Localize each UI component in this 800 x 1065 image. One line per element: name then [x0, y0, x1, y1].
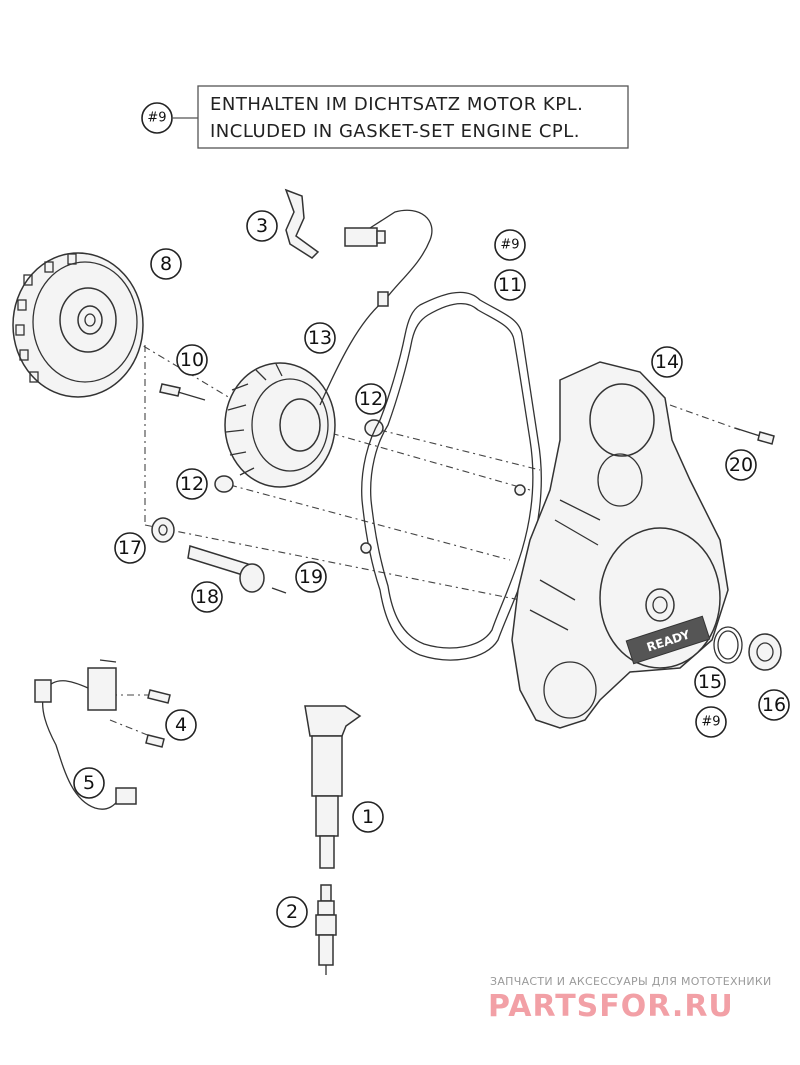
svg-text:15: 15: [698, 671, 722, 693]
small-screw: [271, 587, 287, 594]
gasket-set-note: #9 ENTHALTEN IM DICHTSATZ MOTOR KPL. INC…: [141, 85, 629, 149]
sensor-bolts: [145, 689, 171, 748]
note-line-german: ENTHALTEN IM DICHTSATZ MOTOR KPL.: [210, 94, 583, 115]
spark-plug: [315, 884, 337, 975]
callout-9-oring: #9: [695, 706, 727, 738]
svg-text:10: 10: [180, 349, 204, 371]
bolt-10: [159, 383, 206, 401]
svg-text:18: 18: [195, 586, 219, 608]
svg-text:12: 12: [359, 388, 383, 410]
note-box: [197, 85, 629, 149]
watermark: ЗАПЧАСТИ И АКСЕССУАРЫ ДЛЯ МОТОТЕХНИКИ PA…: [488, 975, 772, 1024]
ignition-coil: [304, 705, 362, 869]
svg-text:16: 16: [762, 694, 786, 716]
callout-12-upper: 12: [355, 383, 387, 415]
ignition-cover: READY: [511, 361, 729, 729]
callout-19: 19: [295, 561, 327, 593]
callout-9-gasket: #9: [494, 229, 526, 261]
callout-20: 20: [725, 449, 757, 481]
watermark-logo: PARTSFOR.RU: [488, 989, 734, 1024]
svg-text:3: 3: [256, 215, 268, 237]
note-line-english: INCLUDED IN GASKET-SET ENGINE CPL.: [210, 121, 580, 142]
svg-text:11: 11: [498, 274, 522, 296]
callout-10: 10: [176, 344, 208, 376]
callout-2: 2: [276, 896, 308, 928]
svg-text:4: 4: [175, 714, 187, 736]
svg-text:20: 20: [729, 454, 753, 476]
cover-gasket: [360, 291, 542, 661]
cover-plug: [748, 633, 782, 671]
callout-11: 11: [494, 269, 526, 301]
callout-4: 4: [165, 709, 197, 741]
pickup-sensor: [34, 659, 137, 810]
svg-text:8: 8: [160, 253, 172, 275]
watermark-tagline: ЗАПЧАСТИ И АКСЕССУАРЫ ДЛЯ МОТОТЕХНИКИ: [490, 975, 772, 988]
svg-text:13: 13: [308, 327, 332, 349]
svg-text:#9: #9: [701, 715, 720, 730]
callout-15: 15: [694, 666, 726, 698]
callout-18: 18: [191, 581, 223, 613]
callout-8: 8: [150, 248, 182, 280]
callout-1: 1: [352, 801, 384, 833]
callout-note-ref-label: #9: [147, 111, 166, 126]
callout-12-lower: 12: [176, 468, 208, 500]
shaft-sleeve: [187, 545, 265, 593]
svg-text:#9: #9: [500, 238, 519, 253]
svg-text:19: 19: [299, 566, 323, 588]
callout-14: 14: [651, 346, 683, 378]
dowel-pins: [214, 419, 384, 493]
svg-text:1: 1: [362, 806, 374, 828]
washer: [151, 517, 175, 543]
callout-16: 16: [758, 689, 790, 721]
callout-17: 17: [114, 532, 146, 564]
svg-text:5: 5: [83, 772, 95, 794]
callout-13: 13: [304, 322, 336, 354]
callout-5: 5: [73, 767, 105, 799]
svg-text:2: 2: [286, 901, 298, 923]
stator-with-cable: [224, 209, 433, 488]
cable-bracket: [284, 188, 320, 259]
svg-text:12: 12: [180, 473, 204, 495]
bolt-20: [734, 427, 775, 445]
callout-note-ref: #9: [141, 102, 173, 134]
callout-3: 3: [246, 210, 278, 242]
svg-text:14: 14: [655, 351, 679, 373]
svg-text:17: 17: [118, 537, 142, 559]
o-ring: [713, 626, 743, 664]
flywheel-rotor: [12, 252, 144, 398]
